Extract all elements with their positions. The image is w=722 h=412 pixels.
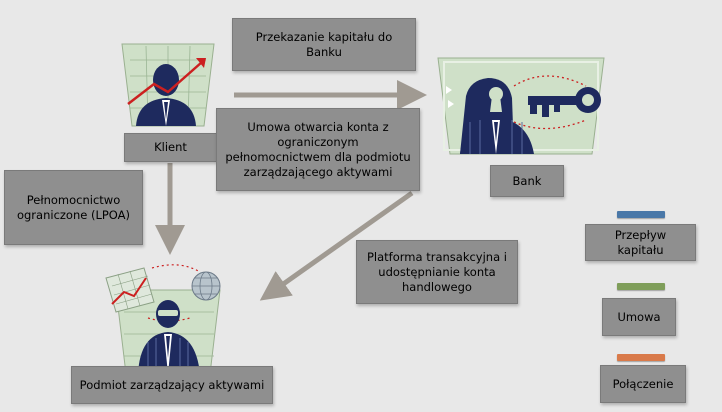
- legend-capital-flow-label: Przepływ kapitału: [614, 227, 667, 257]
- asset-manager-label: Podmiot zarządzający aktywami: [79, 377, 265, 392]
- capital-transfer-label: Przekazanie kapitału do Banku: [255, 29, 393, 59]
- platform-box: Platforma transakcyjna i udostępnianie k…: [356, 240, 518, 304]
- account-agreement-box: Umowa otwarcia konta z ograniczonym pełn…: [216, 108, 420, 191]
- lpoa-box: Pełnomocnictwo ograniczone (LPOA): [4, 170, 143, 245]
- legend-capital-flow-line: [617, 211, 665, 218]
- legend-connection-label: Połączenie: [612, 376, 674, 391]
- legend-capital-flow-box: Przepływ kapitału: [585, 224, 696, 261]
- arrow-bank-to-asset-manager: [259, 190, 414, 301]
- legend-agreement-line: [617, 283, 665, 290]
- businessman-growth-chart-icon: [121, 43, 215, 127]
- bank-box: Bank: [490, 165, 564, 197]
- lpoa-label: Pełnomocnictwo ograniczone (LPOA): [16, 192, 131, 222]
- legend-connection-box: Połączenie: [600, 365, 686, 403]
- capital-transfer-box: Przekazanie kapitału do Banku: [232, 18, 416, 71]
- legend-agreement-box: Umowa: [602, 298, 676, 336]
- legend-agreement-label: Umowa: [617, 309, 661, 324]
- legend-connection-line: [617, 354, 665, 361]
- platform-label: Platforma transakcyjna i udostępnianie k…: [367, 249, 507, 294]
- account-agreement-label: Umowa otwarcia konta z ograniczonym pełn…: [225, 119, 411, 179]
- client-label: Klient: [154, 140, 187, 154]
- asset-manager-box: Podmiot zarządzający aktywami: [71, 366, 273, 404]
- client-box: Klient: [124, 133, 217, 162]
- bank-label: Bank: [512, 173, 542, 188]
- businessman-globe-chart-icon: [105, 264, 221, 375]
- businessman-keyhole-key-icon: [437, 57, 605, 155]
